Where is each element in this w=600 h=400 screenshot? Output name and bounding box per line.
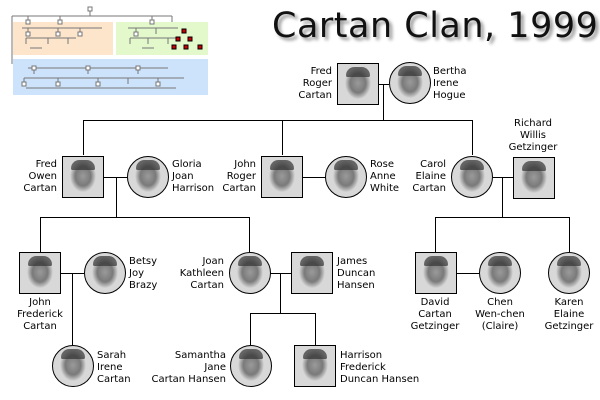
- name-richard-willis-getzinger: Richard Willis Getzinger: [508, 118, 558, 153]
- name-carol-elaine-cartan: Carol Elaine Cartan: [412, 159, 446, 194]
- photo-fred-owen-cartan[interactable]: [62, 156, 104, 198]
- photo-john-roger-cartan[interactable]: [261, 156, 303, 198]
- name-fred-roger-cartan: Fred Roger Cartan: [298, 66, 332, 101]
- name-harrison-frederick-duncan-hansen: Harrison Frederick Duncan Hansen: [340, 350, 420, 385]
- sibling-line: [83, 120, 473, 121]
- descent-line: [569, 217, 570, 252]
- descent-line: [249, 217, 250, 252]
- photo-fred-roger-cartan[interactable]: [337, 63, 379, 105]
- name-karen-elaine-getzinger: Karen Elaine Getzinger: [544, 297, 594, 332]
- photo-joan-kathleen-cartan[interactable]: [229, 252, 271, 294]
- name-chen-wen-chen: Chen Wen-chen (Claire): [475, 297, 525, 332]
- branch-panel-john-roger[interactable]: [13, 59, 208, 95]
- descent-line: [116, 177, 117, 217]
- photo-samantha-jane-cartan-hansen[interactable]: [230, 345, 272, 387]
- descent-line: [502, 177, 503, 217]
- photo-karen-elaine-getzinger[interactable]: [548, 252, 590, 294]
- photo-john-frederick-cartan[interactable]: [19, 252, 61, 294]
- photo-richard-willis-getzinger[interactable]: [513, 157, 555, 199]
- name-samantha-jane-cartan-hansen: Samantha Jane Cartan Hansen: [151, 350, 226, 385]
- name-fred-owen-cartan: Fred Owen Cartan: [23, 159, 57, 194]
- photo-david-cartan-getzinger[interactable]: [415, 252, 457, 294]
- descent-line: [40, 217, 41, 252]
- name-rose-anne-white: Rose Anne White: [370, 159, 400, 194]
- marriage-line: [103, 177, 127, 178]
- photo-rose-anne-white[interactable]: [325, 156, 367, 198]
- sibling-line: [250, 313, 316, 314]
- sibling-line: [40, 217, 250, 218]
- name-john-roger-cartan: John Roger Cartan: [222, 159, 256, 194]
- marriage-line: [457, 273, 479, 274]
- name-joan-kathleen-cartan: Joan Kathleen Cartan: [179, 256, 224, 291]
- photo-harrison-frederick-duncan-hansen[interactable]: [294, 345, 336, 387]
- name-betsy-joy-brazy: Betsy Joy Brazy: [129, 256, 158, 291]
- name-bertha-irene-hogue: Bertha Irene Hogue: [433, 66, 467, 101]
- photo-gloria-joan-harrison[interactable]: [127, 156, 169, 198]
- name-james-duncan-hansen: James Duncan Hansen: [337, 256, 376, 291]
- photo-sarah-irene-cartan[interactable]: [52, 345, 94, 387]
- name-gloria-joan-harrison: Gloria Joan Harrison: [172, 159, 215, 194]
- descent-line: [83, 120, 84, 155]
- photo-chen-wen-chen[interactable]: [479, 252, 521, 294]
- name-john-frederick-cartan: John Frederick Cartan: [17, 297, 63, 332]
- descent-line: [280, 273, 281, 313]
- descent-line: [250, 313, 251, 345]
- descent-line: [315, 313, 316, 345]
- descent-line: [72, 273, 73, 345]
- marriage-line: [493, 177, 513, 178]
- photo-bertha-irene-hogue[interactable]: [389, 62, 431, 104]
- marriage-line: [302, 177, 326, 178]
- descent-line: [472, 120, 473, 155]
- photo-betsy-joy-brazy[interactable]: [84, 252, 126, 294]
- page-title: Cartan Clan, 1999: [272, 6, 599, 46]
- descent-line: [435, 217, 436, 252]
- name-sarah-irene-cartan: Sarah Irene Cartan: [97, 350, 131, 385]
- photo-james-duncan-hansen[interactable]: [291, 252, 333, 294]
- sibling-line: [435, 217, 570, 218]
- photo-carol-elaine-cartan[interactable]: [451, 156, 493, 198]
- clan-overview-minimap[interactable]: [8, 4, 210, 96]
- descent-line: [282, 120, 283, 155]
- descent-line: [383, 84, 384, 120]
- name-david-cartan-getzinger: David Cartan Getzinger: [410, 297, 460, 332]
